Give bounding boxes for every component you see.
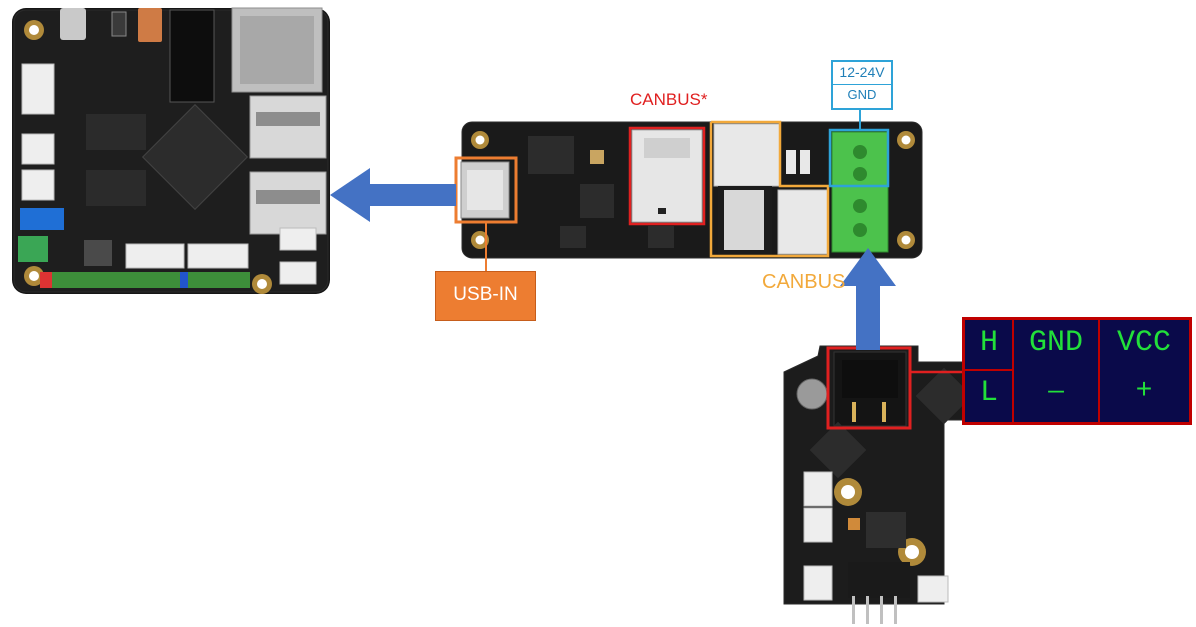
pin-table-cell-plus: + bbox=[1135, 376, 1153, 407]
usb-in-label: USB-IN bbox=[453, 284, 518, 305]
fly-pi-board bbox=[12, 7, 330, 294]
toolhead-board bbox=[783, 345, 995, 624]
voltage-label-box: 12-24V GND bbox=[831, 60, 893, 110]
canbus-label: CANBUS bbox=[762, 271, 846, 293]
pin-table-cell-minus: — bbox=[1048, 376, 1064, 406]
voltage-divider bbox=[833, 84, 891, 85]
usb-in-label-box: USB-IN bbox=[435, 271, 536, 321]
gnd-label: GND bbox=[847, 87, 877, 102]
canbus-star-highlight bbox=[628, 126, 706, 226]
pin-table-cell-vcc: VCC bbox=[1116, 326, 1171, 360]
pin-table-cell-h: H bbox=[979, 326, 998, 360]
pin-table-grid bbox=[965, 320, 1100, 422]
arrow-up bbox=[840, 248, 896, 350]
pin-table: H GND VCC L — + bbox=[962, 317, 1192, 425]
adapter-board bbox=[460, 121, 923, 259]
canbus-star-label: CANBUS* bbox=[630, 90, 708, 109]
arrow-left bbox=[330, 168, 456, 222]
canbus-highlight bbox=[709, 120, 830, 258]
pin-table-cell-l: L bbox=[979, 376, 998, 410]
pin-table-cell-gnd: GND bbox=[1028, 326, 1083, 360]
voltage-label: 12-24V bbox=[839, 64, 885, 80]
